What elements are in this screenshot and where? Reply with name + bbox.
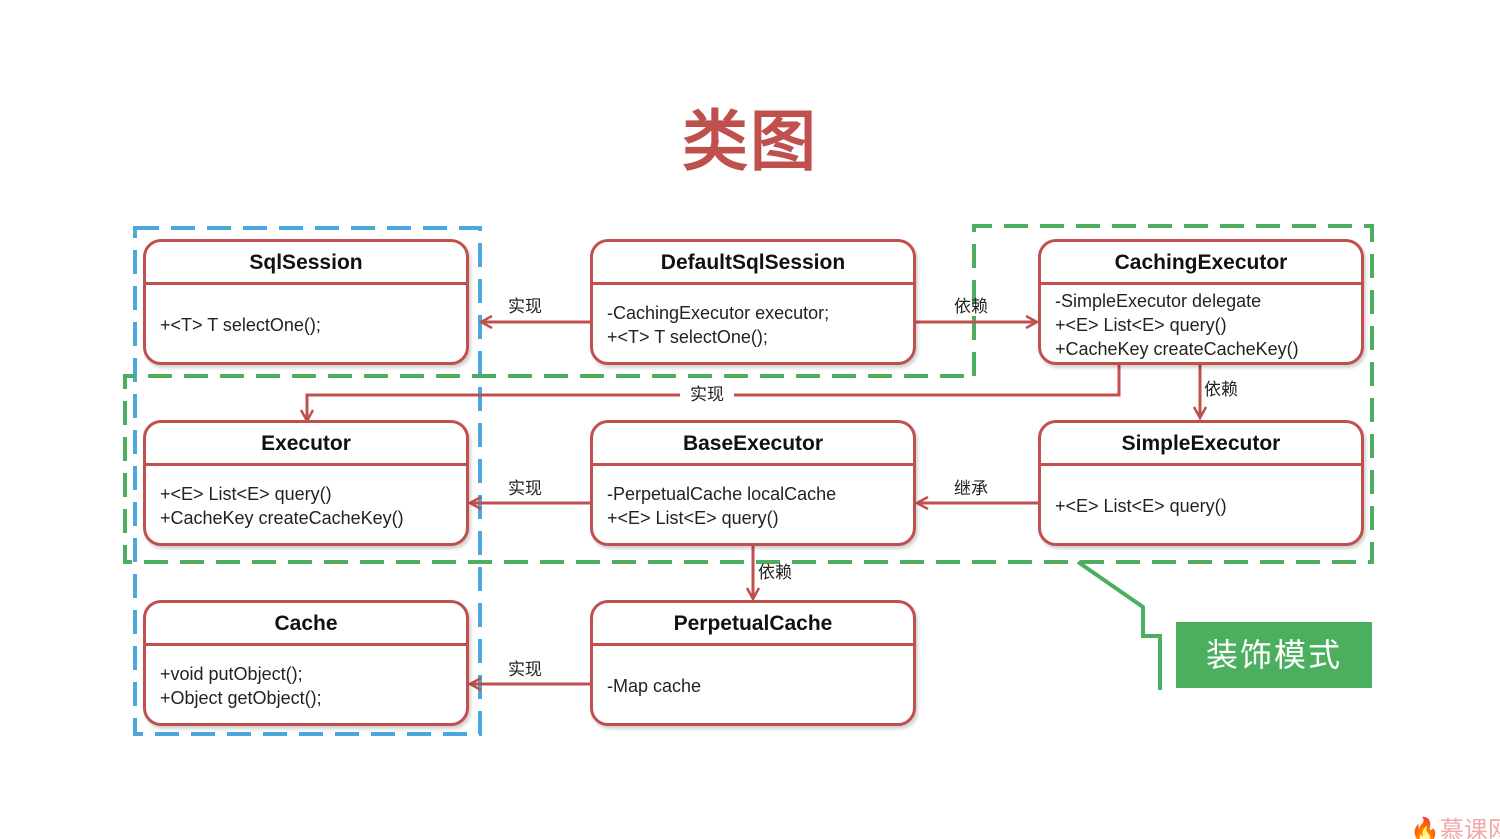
relation-label-implements: 实现	[680, 385, 734, 405]
class-member: +<T> T selectOne();	[607, 327, 768, 347]
class-members: -SimpleExecutor delegate +<E> List<E> qu…	[1041, 285, 1361, 365]
class-simpleexecutor: SimpleExecutor +<E> List<E> query()	[1038, 420, 1364, 546]
class-member: +<E> List<E> query()	[1055, 315, 1227, 335]
class-executor: Executor +<E> List<E> query() +CacheKey …	[143, 420, 469, 546]
class-member: +<E> List<E> query()	[1055, 496, 1227, 516]
relation-label-implements: 实现	[508, 660, 542, 680]
class-member: +Object getObject();	[160, 688, 322, 708]
class-defaultsqlsession: DefaultSqlSession -CachingExecutor execu…	[590, 239, 916, 365]
interface-group-outline	[133, 226, 482, 736]
relation-label-depends: 依赖	[758, 563, 792, 583]
decorator-group-outline	[123, 224, 1374, 564]
decorator-pattern-badge: 装饰模式	[1176, 622, 1372, 688]
class-baseexecutor: BaseExecutor -PerpetualCache localCache …	[590, 420, 916, 546]
class-cachingexecutor: CachingExecutor -SimpleExecutor delegate…	[1038, 239, 1364, 365]
class-member: +<E> List<E> query()	[160, 484, 332, 504]
class-members: +<E> List<E> query()	[1041, 466, 1361, 546]
watermark-text: 慕课网	[1439, 816, 1500, 839]
class-name: PerpetualCache	[593, 603, 913, 646]
class-member: +<T> T selectOne();	[160, 315, 321, 335]
decorator-pointer-line	[1076, 560, 1162, 690]
class-name: SqlSession	[146, 242, 466, 285]
page-title: 类图	[682, 103, 818, 180]
relation-label-implements: 实现	[508, 479, 542, 499]
class-sqlsession: SqlSession +<T> T selectOne();	[143, 239, 469, 365]
class-member: -Map cache	[607, 676, 702, 696]
class-members: +<T> T selectOne();	[146, 285, 466, 365]
class-name: Executor	[146, 423, 466, 466]
class-cache: Cache +void putObject(); +Object getObje…	[143, 600, 469, 726]
class-members: -CachingExecutor executor; +<T> T select…	[593, 285, 913, 365]
class-members: -PerpetualCache localCache +<E> List<E> …	[593, 466, 913, 546]
relation-label-depends: 依赖	[954, 297, 988, 317]
watermark-logo: 🔥慕课网	[1410, 815, 1500, 839]
class-members: -Map cache	[593, 646, 913, 726]
class-name: SimpleExecutor	[1041, 423, 1361, 466]
class-name: DefaultSqlSession	[593, 242, 913, 285]
class-member: +CacheKey createCacheKey()	[1055, 339, 1299, 359]
class-member: +<E> List<E> query()	[607, 508, 779, 528]
class-members: +void putObject(); +Object getObject();	[146, 646, 466, 726]
class-name: BaseExecutor	[593, 423, 913, 466]
class-member: +CacheKey createCacheKey()	[160, 508, 404, 528]
class-name: CachingExecutor	[1041, 242, 1361, 285]
class-member: -SimpleExecutor delegate	[1055, 291, 1262, 311]
class-perpetualcache: PerpetualCache -Map cache	[590, 600, 916, 726]
flame-icon: 🔥	[1410, 816, 1440, 839]
class-member: -CachingExecutor executor;	[607, 303, 830, 323]
relation-label-extends: 继承	[954, 479, 988, 499]
class-name: Cache	[146, 603, 466, 646]
relation-label-implements: 实现	[508, 297, 542, 317]
class-member: +void putObject();	[160, 664, 303, 684]
class-member: -PerpetualCache localCache	[607, 484, 837, 504]
class-members: +<E> List<E> query() +CacheKey createCac…	[146, 466, 466, 546]
relation-label-depends: 依赖	[1204, 380, 1238, 400]
